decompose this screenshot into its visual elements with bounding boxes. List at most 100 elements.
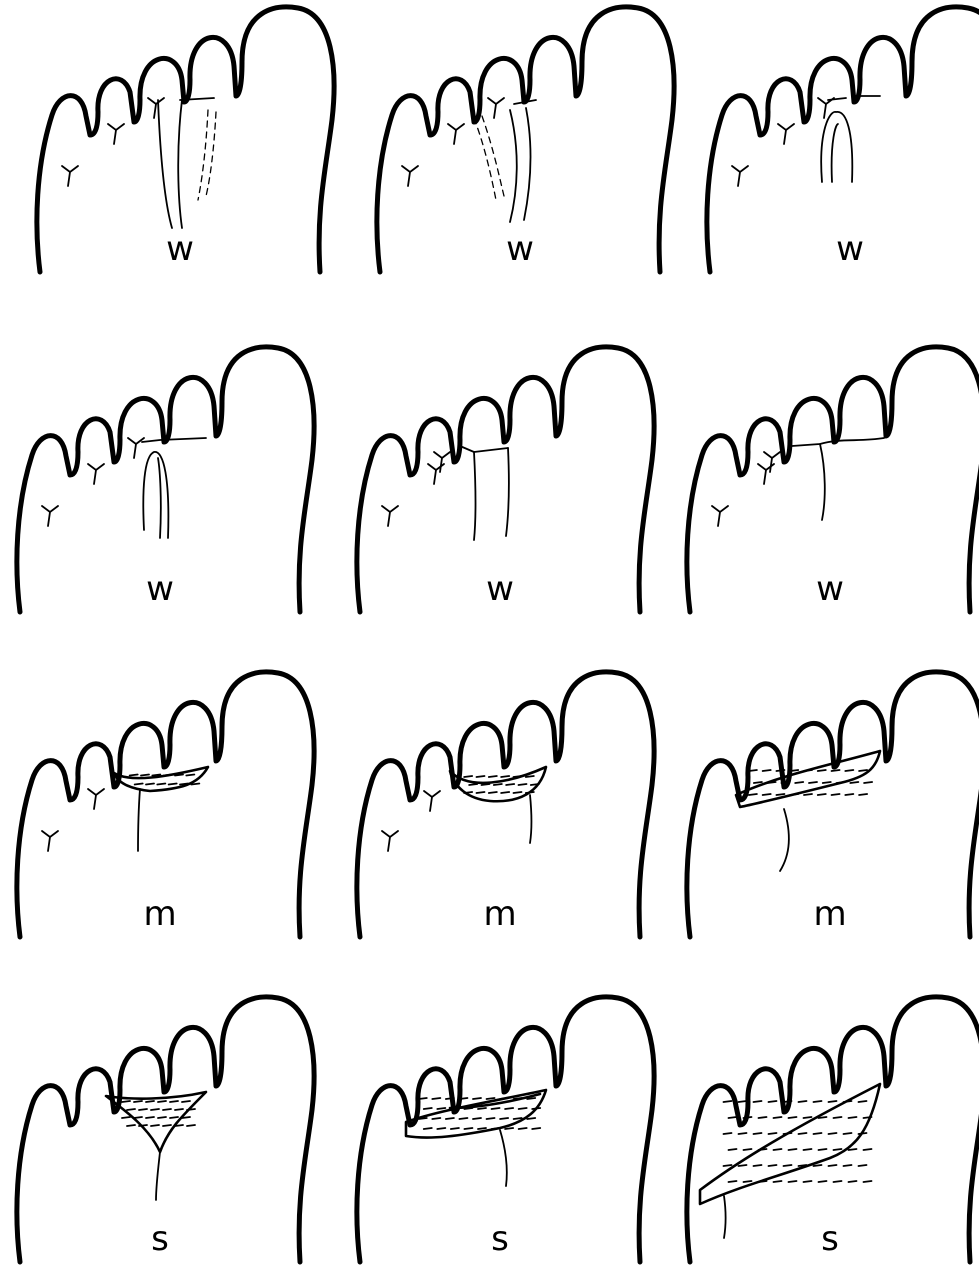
web-hatch [163,1109,171,1110]
web-hatch [478,1108,486,1109]
cleft-line [724,1196,726,1238]
panel-label: m [813,894,846,934]
web-hatch [845,794,853,795]
cleft-line [138,789,140,851]
foot-panel: s [357,997,654,1262]
crease-mark [88,789,104,809]
web-hatch [175,1125,183,1126]
web-hatch [135,784,143,785]
web-hatch [729,1181,737,1182]
web-hatch [804,1149,812,1150]
web-hatch [724,1165,732,1166]
web-hatch [829,1133,837,1134]
web-hatch [146,784,154,785]
web-hatch [451,1128,459,1129]
web-hatch [182,1101,190,1102]
web-hatch [432,1118,440,1119]
crease-mark [88,464,104,484]
web-hatch [464,792,472,793]
web-hatch [864,782,872,783]
web-hatch [774,1149,782,1150]
cleft-line [510,110,517,222]
web-hatch [859,1165,867,1166]
web-hatch [804,1117,812,1118]
web-hatch [844,1165,852,1166]
web-hatch [809,782,817,783]
web-hatch [769,1101,777,1102]
web-hatch [864,1117,872,1118]
web-hatch [152,775,160,776]
web-hatch [514,1118,522,1119]
web-hatch [127,1125,135,1126]
syndactyly-web [114,767,208,791]
web-hatch [505,1128,513,1129]
web-hatch [784,1165,792,1166]
cleft-line [158,458,161,538]
cleft-line [832,124,838,182]
web-hatch [790,794,798,795]
panel-label: s [151,1219,169,1259]
web-hatch [500,1118,508,1119]
web-hatch [170,1101,178,1102]
web-hatch [164,775,172,776]
foot-panel: s [17,997,314,1262]
web-hatch [804,794,812,795]
crease-mark [148,98,164,118]
cleft-line [158,100,172,228]
web-hatch [514,792,522,793]
web-hatch [823,782,831,783]
web-hatch [790,770,798,771]
foot-panel: w [357,347,654,612]
web-hatch [519,1128,527,1129]
web-hatch [122,1117,130,1118]
web-hatch [146,1117,154,1118]
web-hatch [804,770,812,771]
web-hatch [151,1109,159,1110]
web-hatch [819,1181,827,1182]
dashed-fold [198,110,208,200]
cleft-line [500,1130,507,1186]
cleft-line [156,1152,160,1200]
crease-mark [448,124,464,144]
crease-mark [42,506,58,526]
web-hatch [739,1165,747,1166]
web-hatch [754,1101,762,1102]
web-hatch [473,1118,481,1119]
panel-label: m [143,894,176,934]
crease-mark [488,98,504,118]
web-hatch [759,1117,767,1118]
syndactyly-web [736,751,880,807]
web-hatch [749,770,757,771]
web-hatch [850,782,858,783]
web-hatch [754,1133,762,1134]
foot-panel: w [377,7,674,272]
web-hatch [781,782,789,783]
web-hatch [459,1118,467,1119]
web-hatch [130,775,138,776]
web-hatch [451,1108,459,1109]
web-hatch [151,1125,159,1126]
web-hatch [175,775,183,776]
web-hatch [789,1181,797,1182]
web-hatch [501,776,509,777]
web-hatch [519,1108,527,1109]
web-hatch [818,770,826,771]
web-hatch [784,1101,792,1102]
web-hatch [789,1149,797,1150]
panel-label: m [483,894,516,934]
panel-label: w [816,569,844,609]
web-hatch [799,1165,807,1166]
cleft-line [530,795,532,843]
crease-mark [778,124,794,144]
web-hatch [532,1108,540,1109]
web-hatch [464,1128,472,1129]
web-hatch [864,1181,872,1182]
cleft-loop [143,452,168,538]
web-hatch [158,1101,166,1102]
web-hatch [844,1101,852,1102]
web-hatch [795,782,803,783]
web-hatch [759,1149,767,1150]
web-hatch [187,1109,195,1110]
web-hatch [191,784,199,785]
panel-label: w [486,569,514,609]
